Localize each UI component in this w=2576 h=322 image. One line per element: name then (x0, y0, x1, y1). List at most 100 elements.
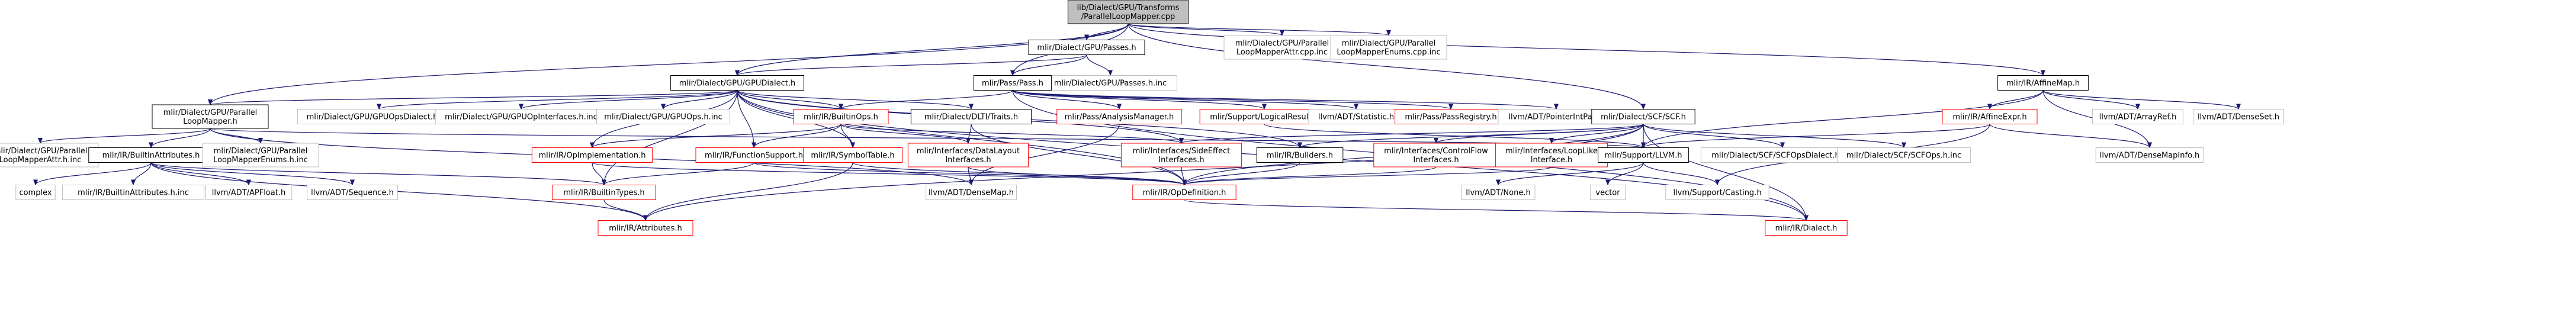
node-pass_analysis_mgr_h[interactable]: mlir/Pass/AnalysisManager.h (1056, 109, 1182, 124)
node-label: LoopMapperAttr.h.inc (0, 156, 81, 165)
node-pass_registry_h[interactable]: mlir/Pass/PassRegistry.h (1395, 109, 1507, 124)
edge-pass_h-to-builtin_ops_h (839, 89, 1013, 110)
edge-op_definition_h-to-dialect_h (1184, 199, 1809, 221)
node-statistic_h: llvm/ADT/Statistic.h (1308, 109, 1404, 124)
node-pass_h[interactable]: mlir/Pass/Pass.h (973, 75, 1052, 91)
edge-gpu_passes_h-to-pass_h (1010, 54, 1087, 76)
node-box (910, 109, 1032, 124)
node-array_ref_h: llvm/ADT/ArrayRef.h (2092, 109, 2183, 124)
node-op_definition_h[interactable]: mlir/IR/OpDefinition.h (1132, 185, 1236, 200)
node-gpu_pm_attr_cpp: mlir/Dialect/GPU/ParallelLoopMapperAttr.… (1223, 35, 1341, 60)
node-label: mlir/Interfaces/LoopLike (1505, 147, 1598, 156)
edge-affinemap_h-to-support_llvm_h (1641, 90, 2044, 149)
node-box (973, 75, 1052, 91)
node-sequence_h: llvm/ADT/Sequence.h (307, 185, 398, 200)
edge-pass_h-to-pointer_int_pair_h (1012, 89, 1559, 110)
node-dense_set_h: llvm/ADT/DenseSet.h (2193, 109, 2284, 124)
node-builtin_types_h[interactable]: mlir/IR/BuiltinTypes.h (552, 185, 656, 200)
node-affinemap_h[interactable]: mlir/IR/AffineMap.h (1997, 75, 2089, 91)
node-label: mlir/Dialect/GPU/Parallel (163, 108, 258, 117)
node-box (1997, 75, 2089, 91)
node-box (0, 143, 99, 168)
node-affine_expr_h[interactable]: mlir/IR/AffineExpr.h (1942, 109, 2038, 124)
edge-builtin_ops_h-to-function_support_h (751, 124, 841, 149)
node-label: Interfaces.h (1158, 156, 1204, 165)
node-logical_result_h[interactable]: mlir/Support/LogicalResult.h (1199, 109, 1329, 124)
edge-affinemap_h-to-affine_expr_h (1987, 90, 2044, 110)
node-builtin_attrs_h[interactable]: mlir/IR/BuiltinAttributes.h (88, 147, 214, 163)
edge-builtin_ops_h-to-op_impl_h (590, 123, 841, 149)
node-label: Interfaces.h (1413, 156, 1459, 165)
edge-builtin_attrs_h-to-builtin_attrs_inc (131, 162, 152, 186)
node-attributes_h[interactable]: mlir/IR/Attributes.h (598, 220, 693, 236)
edge-root-to-gpu_pm_attr_cpp (1128, 23, 1284, 36)
edge-gpu_dialect_h-to-gpu_ops_dialect_inc (377, 89, 738, 110)
node-gpu_passes_h[interactable]: mlir/Dialect/GPU/Passes.h (1028, 40, 1145, 55)
node-op_impl_h[interactable]: mlir/IR/OpImplementation.h (531, 147, 653, 163)
edge-support_llvm_h-to-casting_h (1643, 162, 1720, 186)
edge-data_layout_ifc_h-to-op_definition_h (968, 166, 1187, 186)
node-box (1591, 109, 1695, 124)
node-label: llvm/ADT/None.h (1466, 189, 1530, 198)
node-box (202, 143, 319, 168)
node-pl_mapper_h[interactable]: mlir/Dialect/GPU/ParallelLoopMapper.h (152, 104, 269, 129)
node-box (435, 109, 608, 124)
node-label: mlir/Dialect/GPU/GPUOpInterfaces.h.inc (445, 113, 598, 122)
edge-symbol_table_h-to-attributes_h (643, 162, 853, 221)
node-complex: complex (15, 185, 56, 200)
node-box (88, 147, 214, 163)
node-label: LoopMapperEnums.cpp.inc (1337, 48, 1440, 57)
node-builders_h[interactable]: mlir/IR/Builders.h (1256, 147, 1344, 163)
node-gpu_op_interfaces_inc: mlir/Dialect/GPU/GPUOpInterfaces.h.inc (435, 109, 608, 124)
node-scf_h[interactable]: mlir/Dialect/SCF/SCF.h (1591, 109, 1695, 124)
node-label: mlir/Interfaces/ControlFlow (1384, 147, 1488, 156)
node-label: mlir/Dialect/GPU/Parallel (214, 147, 308, 156)
node-symbol_table_h[interactable]: mlir/IR/SymbolTable.h (802, 147, 903, 163)
edge-gpu_dialect_h-to-pl_mapper_h (208, 89, 738, 105)
node-support_llvm_h[interactable]: mlir/Support/LLVM.h (1598, 147, 1689, 163)
node-gpu_dialect_h[interactable]: mlir/Dialect/GPU/GPUDialect.h (670, 75, 804, 91)
node-scf_ops_dialect_inc: mlir/Dialect/SCF/SCFOpsDialect.h.inc (1700, 147, 1865, 163)
node-box (670, 75, 804, 91)
node-label: llvm/ADT/PointerIntPair.h (1508, 113, 1604, 122)
node-label: mlir/Pass/PassRegistry.h (1405, 113, 1496, 122)
node-label: mlir/IR/AffineExpr.h (1952, 113, 2026, 122)
node-box (1056, 109, 1182, 124)
edge-builtin_attrs_h-to-builtin_types_h (150, 162, 606, 186)
node-label: mlir/Dialect/GPU/Parallel (1235, 39, 1329, 48)
edge-builtin_attrs_h-to-sequence_h (150, 162, 355, 186)
node-label: Interface.h (1531, 156, 1573, 165)
node-root[interactable]: lib/Dialect/GPU/Transforms/ParallelLoopM… (1067, 0, 1189, 24)
edge-scf_h-to-dialect_h (1643, 124, 1809, 221)
node-label: mlir/Dialect/GPU/GPUOps.h.inc (604, 113, 722, 122)
edge-builders_h-to-op_definition_h (1182, 162, 1300, 186)
edge-scf_h-to-scf_ops_dialect_inc (1643, 124, 1785, 149)
node-box (15, 185, 56, 200)
nodes-layer: lib/Dialect/GPU/Transforms/ParallelLoopM… (0, 0, 2284, 236)
edge-pass_h-to-statistic_h (1012, 89, 1358, 110)
edge-root-to-gpu_passes_h (1084, 23, 1129, 41)
edge-affine_expr_h-to-support_llvm_h (1641, 123, 1990, 149)
node-box (1256, 147, 1344, 163)
edge-gpu_passes_h-to-gpu_passes_inc (1086, 54, 1113, 76)
node-box (802, 147, 903, 163)
edge-builtin_attrs_h-to-attributes_h (150, 162, 648, 221)
node-label: mlir/IR/Builders.h (1267, 152, 1333, 160)
node-builtin_ops_h[interactable]: mlir/IR/BuiltinOps.h (793, 109, 889, 124)
edge-scf_h-to-scf_ops_inc (1643, 123, 1906, 149)
edge-builtin_attrs_h-to-complex (33, 162, 152, 186)
edge-affinemap_h-to-dense_set_h (2042, 89, 2241, 110)
edge-pass_analysis_mgr_h-to-dense_map_h (969, 124, 1120, 186)
node-label: mlir/Pass/Pass.h (982, 79, 1043, 88)
node-dlti_traits_h[interactable]: mlir/Dialect/DLTI/Traits.h (910, 109, 1032, 124)
node-label: mlir/IR/BuiltinTypes.h (563, 189, 644, 198)
node-label: llvm/ADT/DenseMap.h (929, 189, 1014, 198)
edge-dlti_traits_h-to-op_definition_h (971, 124, 1187, 186)
node-function_support_h[interactable]: mlir/IR/FunctionSupport.h (695, 147, 812, 163)
node-dialect_h[interactable]: mlir/IR/Dialect.h (1765, 220, 1848, 236)
node-box (1598, 147, 1689, 163)
